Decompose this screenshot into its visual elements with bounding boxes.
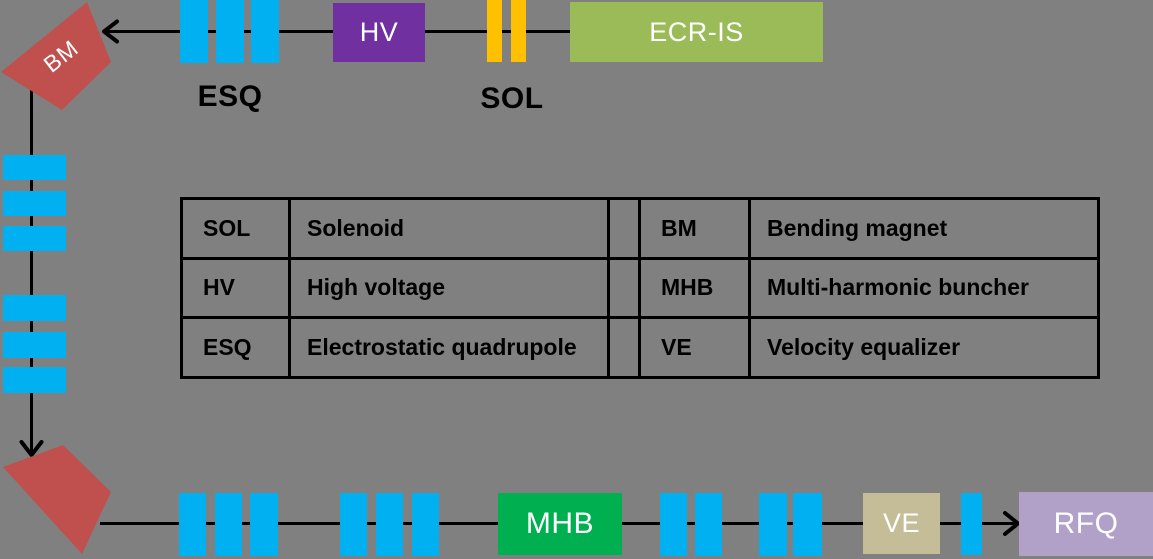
- quadrupole-bar: [412, 493, 439, 556]
- rfq-block: RFQ: [1019, 492, 1153, 556]
- ecr-is-block-label: ECR-IS: [649, 16, 744, 47]
- quadrupole-bar: [3, 155, 66, 180]
- solenoid-bar: [511, 0, 526, 62]
- legend-abbr-cell: VE: [638, 316, 751, 379]
- legend-desc-cell: Solenoid: [288, 197, 610, 260]
- esq-quadrupole-bar: [216, 0, 244, 63]
- quadrupole-bar: [215, 493, 242, 556]
- legend-abbr-cell: SOL: [180, 197, 291, 260]
- esq-quadrupole-bar: [251, 0, 279, 63]
- legend-desc-cell: Bending magnet: [748, 197, 1100, 260]
- legend-abbr-cell: HV: [180, 256, 291, 320]
- quadrupole-bar: [340, 493, 367, 556]
- legend-abbr-cell: MHB: [638, 256, 751, 320]
- quadrupole-bar: [961, 493, 982, 555]
- quadrupole-bar: [179, 493, 206, 556]
- quadrupole-bar: [3, 295, 66, 321]
- mhb-block-label: MHB: [525, 507, 595, 540]
- quadrupole-bar: [660, 493, 687, 556]
- legend-row: ESQ Electrostatic quadrupole VE Velocity…: [180, 316, 1100, 379]
- solenoid-bar: [487, 0, 502, 62]
- bending-magnet-bottom-shape: [3, 445, 111, 554]
- ve-block: VE: [863, 493, 940, 554]
- hv-block-label: HV: [359, 17, 399, 47]
- quadrupole-bar: [695, 493, 722, 556]
- quadrupole-bar: [250, 493, 278, 556]
- rfq-block-label: RFQ: [1053, 507, 1119, 540]
- ecr-is-block: ECR-IS: [570, 2, 823, 62]
- arrowhead-right-icon: [1003, 511, 1020, 536]
- esq-label: ESQ: [197, 80, 263, 113]
- quadrupole-bar: [793, 493, 822, 556]
- legend-abbr-cell: BM: [638, 197, 751, 260]
- legend-row: SOL Solenoid BM Bending magnet: [180, 197, 1100, 260]
- arrowhead-down-icon: [19, 440, 44, 457]
- quadrupole-bar: [3, 332, 66, 358]
- bending-magnet-top-shape: [1, 2, 111, 110]
- ve-block-label: VE: [882, 508, 921, 538]
- quadrupole-bar: [3, 191, 66, 216]
- legend-spacer-cell: [607, 316, 641, 379]
- legend-table: SOL Solenoid BM Bending magnet HV High v…: [180, 197, 1100, 379]
- legend-abbr-cell: ESQ: [180, 316, 291, 379]
- legend-desc-cell: Velocity equalizer: [748, 316, 1100, 379]
- legend-row: HV High voltage MHB Multi-harmonic bunch…: [180, 256, 1100, 320]
- quadrupole-bar: [759, 493, 787, 556]
- legend-desc-cell: Multi-harmonic buncher: [748, 256, 1100, 320]
- legend-spacer-cell: [607, 256, 641, 320]
- mhb-block: MHB: [498, 493, 622, 555]
- quadrupole-bar: [3, 226, 66, 251]
- sol-label: SOL: [480, 82, 544, 115]
- quadrupole-bar: [376, 493, 403, 556]
- hv-block: HV: [333, 3, 425, 62]
- esq-quadrupole-bar: [180, 0, 208, 63]
- legend-desc-cell: Electrostatic quadrupole: [288, 316, 610, 379]
- legend-desc-cell: High voltage: [288, 256, 610, 320]
- quadrupole-bar: [3, 367, 66, 393]
- legend-spacer-cell: [607, 197, 641, 260]
- arrowhead-left-icon: [102, 19, 119, 44]
